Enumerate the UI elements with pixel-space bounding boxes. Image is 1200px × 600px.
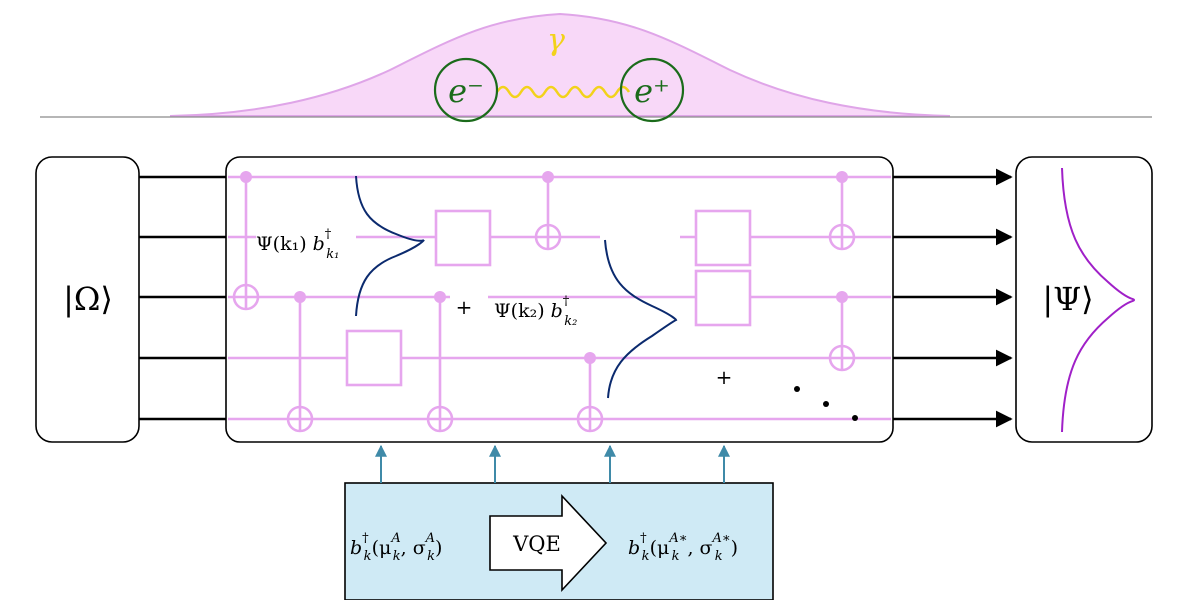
vqe-right-dagger: † bbox=[640, 531, 647, 546]
term2-psi: Ψ(k₂) bbox=[494, 300, 545, 322]
term1-op: b bbox=[313, 233, 325, 255]
term2-op: b bbox=[551, 300, 563, 322]
term1-psi: Ψ(k₁) bbox=[256, 233, 307, 255]
electron-circle bbox=[433, 57, 499, 123]
output-state-box: |Ψ⟩ bbox=[1015, 156, 1153, 443]
scattering-illustration: γ e⁻ e⁺ bbox=[40, 12, 1152, 123]
photon-wavy-line bbox=[495, 85, 631, 99]
positron-circle bbox=[619, 57, 685, 123]
vqe-right-op: b bbox=[628, 537, 640, 559]
plus-sign-1: + bbox=[456, 295, 473, 319]
gaussian-pulse bbox=[169, 12, 951, 117]
continuation-dots bbox=[794, 386, 858, 421]
vqe-right-a1sup: A∗ bbox=[668, 531, 687, 546]
input-wires bbox=[139, 175, 226, 421]
vqe-left-sub: k bbox=[364, 549, 372, 564]
output-gaussian bbox=[1061, 167, 1136, 433]
positron-label: e⁺ bbox=[634, 72, 670, 110]
vqe-label: VQE bbox=[512, 532, 561, 556]
plus-sign-2: + bbox=[716, 365, 733, 389]
vqe-left-a1sub: k bbox=[393, 549, 401, 564]
vqe-right-a2sub: k bbox=[715, 549, 723, 564]
wavepacket-1 bbox=[355, 175, 425, 317]
vqe-left-comma: , σ bbox=[401, 537, 426, 559]
term1-label: Ψ(k₁) b† k₁ bbox=[256, 227, 339, 262]
vqe-left-a2sub: k bbox=[427, 549, 435, 564]
input-state-label: |Ω⟩ bbox=[63, 280, 113, 318]
output-state-label: |Ψ⟩ bbox=[1042, 280, 1093, 318]
vqe-right-sub: k bbox=[642, 549, 650, 564]
term2-label: Ψ(k₂) b† k₂ bbox=[494, 294, 577, 329]
electron-label: e⁻ bbox=[448, 72, 484, 110]
term2-dagger: † bbox=[563, 294, 570, 309]
vqe-right-args: (μ bbox=[650, 537, 670, 559]
input-state-box: |Ω⟩ bbox=[35, 156, 140, 443]
vqe-right-comma: , σ bbox=[687, 537, 712, 559]
vqe-left-args: (μ bbox=[372, 537, 392, 559]
photon-label: γ bbox=[547, 23, 565, 58]
qubit-lines bbox=[228, 175, 891, 421]
term2-sub: k₂ bbox=[564, 314, 577, 329]
vqe-left-op: b bbox=[350, 537, 362, 559]
wavepacket-2 bbox=[604, 239, 678, 399]
vqe-feed-arrows bbox=[375, 444, 730, 483]
term1-dagger: † bbox=[325, 227, 332, 242]
vqe-right-a1sub: k bbox=[672, 549, 680, 564]
term1-sub: k₁ bbox=[326, 247, 339, 262]
vqe-left-close: ) bbox=[435, 537, 442, 559]
vqe-right-close: ) bbox=[731, 537, 738, 559]
vqe-optimized-params: b†k(μA∗k, σA∗k) bbox=[628, 531, 738, 564]
circuit-gates bbox=[232, 171, 856, 433]
vqe-left-dagger: † bbox=[362, 531, 369, 546]
vqe-left-a2sup: A bbox=[425, 531, 435, 546]
vqe-arrow-shape bbox=[489, 493, 608, 593]
vqe-right-a2sup: A∗ bbox=[712, 531, 731, 546]
vqe-left-a1sup: A bbox=[390, 531, 400, 546]
output-wires bbox=[893, 168, 1013, 428]
